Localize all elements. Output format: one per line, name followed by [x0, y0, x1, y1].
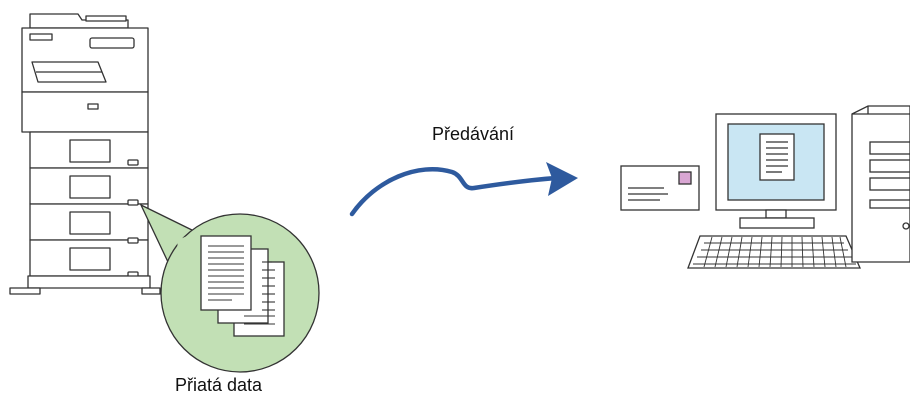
desktop-computer-icon [687, 105, 910, 269]
document-stack-icon [200, 235, 285, 337]
forwarding-label: Předávání [432, 124, 515, 144]
received-data-label: Přiatá data [175, 375, 263, 395]
multifunction-printer-icon [9, 13, 161, 295]
envelope-icon [620, 165, 700, 211]
curved-arrow-icon [349, 162, 578, 217]
